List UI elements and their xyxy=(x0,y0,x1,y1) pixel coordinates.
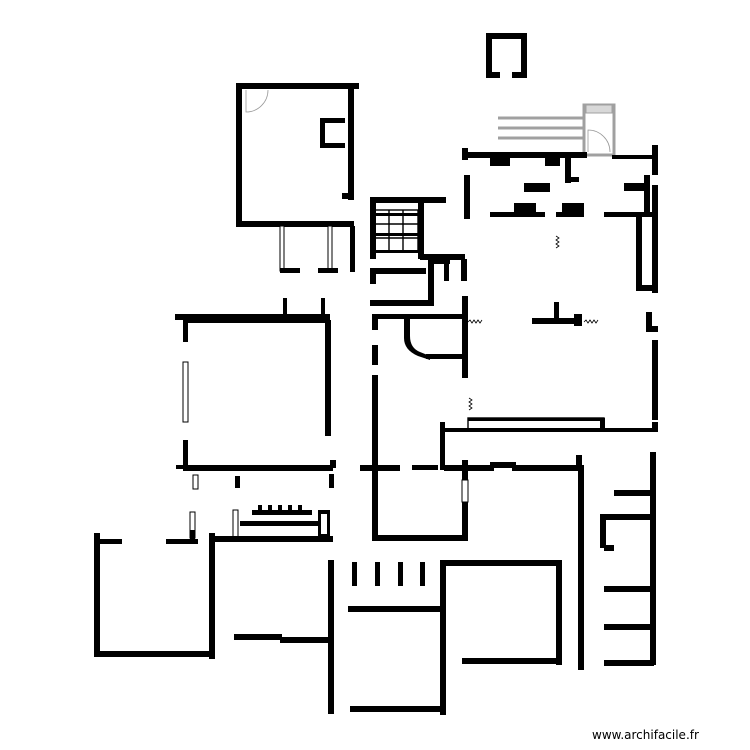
corridor-lower xyxy=(330,455,582,541)
staircase xyxy=(370,197,465,306)
room-door-swing xyxy=(245,89,269,113)
room-middle-left xyxy=(175,314,333,471)
zigzag-marker-4 xyxy=(468,397,473,411)
zigzag-marker-1 xyxy=(555,235,560,249)
room-bottom-left xyxy=(94,533,215,659)
watermark-credit: www.archifacile.fr xyxy=(592,728,699,742)
cells-far-right xyxy=(578,452,656,670)
zigzag-marker-3 xyxy=(583,319,599,324)
entrance-door-swing xyxy=(587,129,611,153)
room-bottom-right xyxy=(444,560,562,665)
corridor-west xyxy=(279,225,355,316)
corridor-central xyxy=(360,345,658,471)
zigzag-marker-2 xyxy=(467,319,483,324)
room-right-main xyxy=(462,145,658,420)
isolated-room-top xyxy=(486,33,527,78)
service-room xyxy=(372,259,468,378)
entrance-ramp xyxy=(498,103,616,157)
strip-lower-left xyxy=(189,474,334,542)
room-top-left xyxy=(236,83,359,227)
room-bottom-centre xyxy=(234,560,446,715)
